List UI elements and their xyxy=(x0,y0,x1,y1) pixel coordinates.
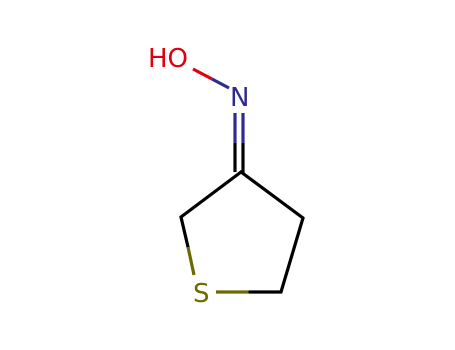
thiolane-ring xyxy=(179,170,305,294)
bond-o-n-oxygen-half xyxy=(192,67,213,81)
bond-o-n-nitrogen-half xyxy=(211,77,230,90)
bond-c2-s-sulfur-half xyxy=(186,246,196,276)
bond-carbon-nitrogen-double xyxy=(233,113,245,174)
atom-label-sulfur: S xyxy=(193,279,210,309)
bond-c3-c2 xyxy=(179,170,243,219)
bond-c2-s-carbon-half xyxy=(179,215,190,249)
bond-c3-c4 xyxy=(239,170,305,220)
atom-label-nitrogen: N xyxy=(230,83,249,113)
atom-label-hydroxyl: HO xyxy=(148,44,188,74)
bond-c4-c5 xyxy=(279,216,305,294)
bond-oxygen-nitrogen xyxy=(192,67,230,90)
